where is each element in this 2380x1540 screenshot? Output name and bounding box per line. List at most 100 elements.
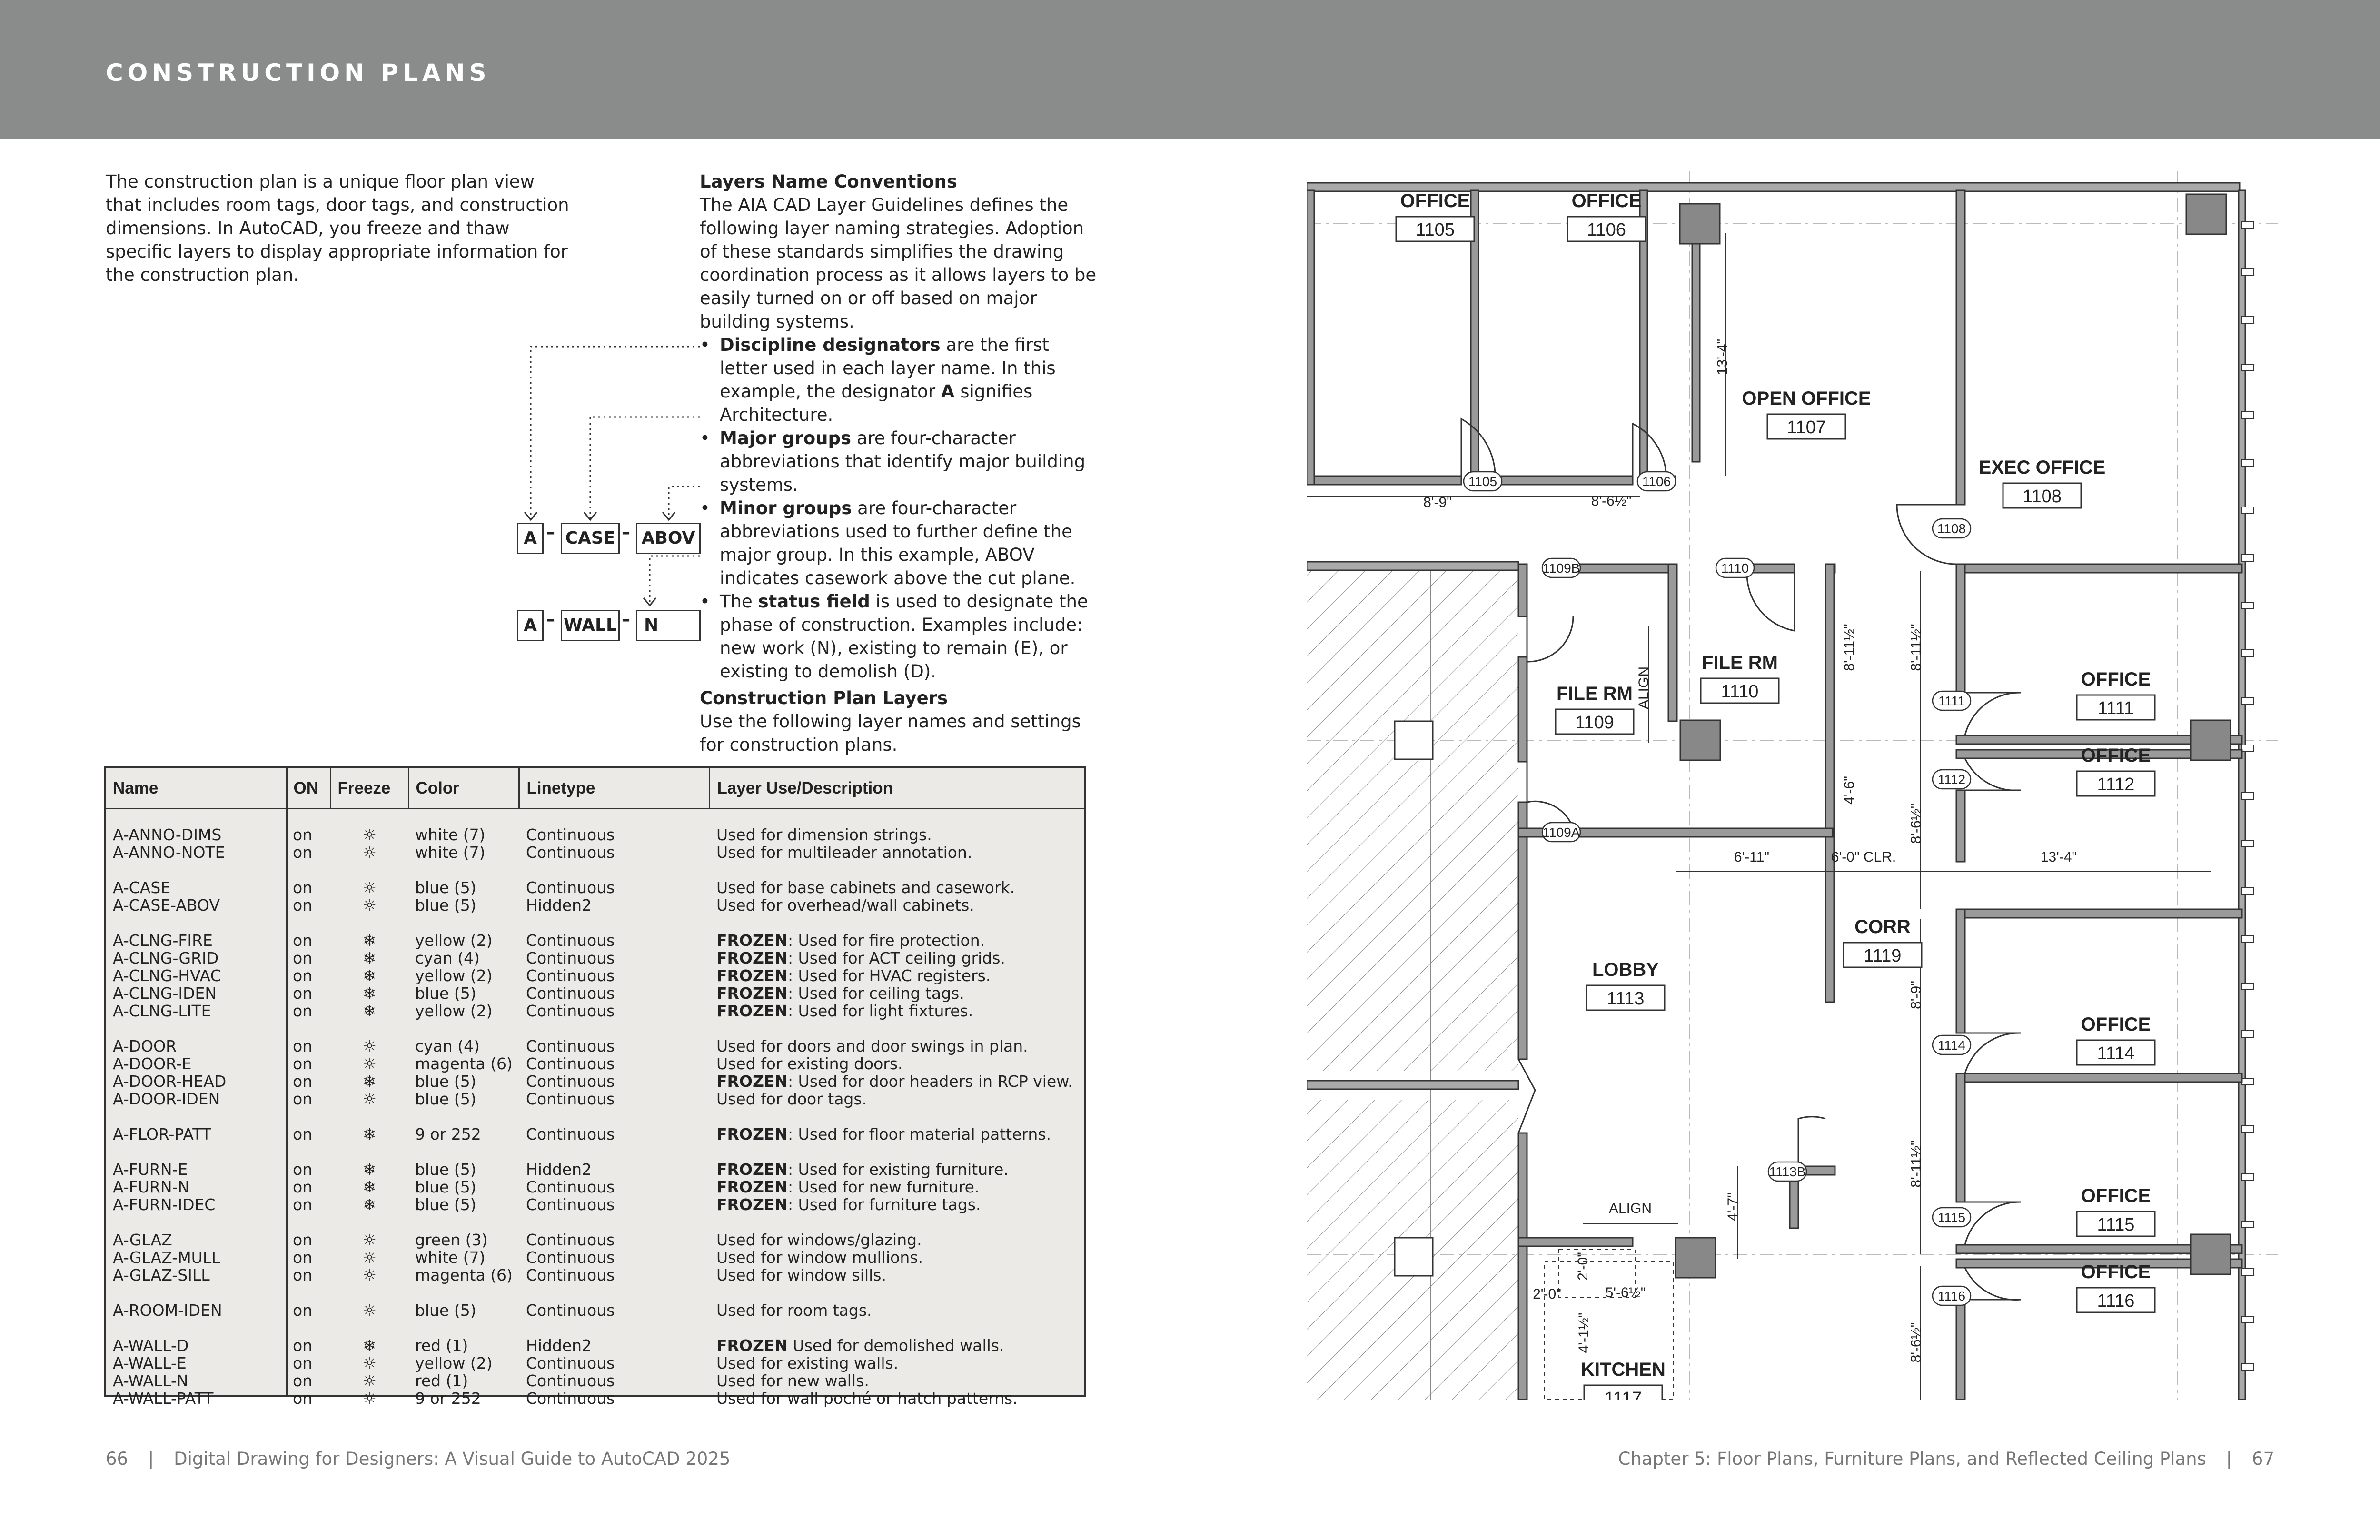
column-header: Name [106,768,287,809]
table-cell: A-DOOR-E [113,1054,192,1073]
room-number: 1108 [2023,487,2062,507]
table-cell: on [293,1371,313,1390]
table-cell: A-ANNO-DIMS [113,825,222,844]
freeze-thawed-icon: ☼ [362,1054,377,1073]
room-name: KITCHEN [1581,1359,1666,1380]
table-cell: Hidden2 [526,1160,592,1179]
room-name: EXEC OFFICE [1979,457,2106,478]
room-number: 1110 [1721,682,1759,702]
code-minor-1: ABOV [636,523,701,554]
room-number: 1117 [1605,1389,1642,1400]
table-cell: A-FLOR-PATT [113,1125,211,1143]
layer-leader-lines [524,346,700,607]
table-cell: cyan (4) [415,1037,480,1055]
dimension-label: 8'-6½" [1591,493,1632,509]
table-cell: A-DOOR-IDEN [113,1090,220,1108]
table-cell: Continuous [526,1195,615,1214]
dimension-label: 8'-6½" [1908,804,1924,844]
table-cell: A-FURN-N [113,1178,190,1196]
footer-separator: | [2226,1449,2232,1469]
table-cell: A-WALL-PATT [113,1389,214,1408]
table-cell: on [293,949,313,967]
freeze-frozen-icon: ❄ [363,1178,376,1196]
layers-section: Layers Name Conventions The AIA CAD Laye… [700,170,1100,683]
table-cell: Hidden2 [526,896,592,914]
door-tag: 1109A [1541,822,1581,843]
freeze-thawed-icon: ☼ [362,1301,377,1320]
table-cell: on [293,1336,313,1355]
table-cell: A-WALL-N [113,1371,188,1390]
room-name: FILE RM [1702,652,1778,673]
table-cell: A-DOOR-HEAD [113,1072,227,1091]
table-cell: A-CLNG-FIRE [113,931,213,950]
code-sep: – [546,610,555,629]
description-cell: Used for window mullions. [716,1248,923,1267]
exterior-wall [1307,182,2241,192]
freeze-frozen-icon: ❄ [363,1195,376,1214]
dimension-label: 13'-4" [2041,849,2077,865]
table-cell: Continuous [526,966,615,985]
room-name: CORR [1854,916,1911,937]
dimension-label: 8'-11½" [1908,624,1924,671]
table-cell: yellow (2) [415,931,493,950]
description-cell: FROZEN: Used for ACT ceiling grids. [716,949,1005,967]
svg-text:1105: 1105 [1468,474,1497,489]
description-cell: FROZEN: Used for door headers in RCP vie… [716,1072,1073,1091]
door-tag: 1116 [1932,1285,1972,1306]
table-cell: on [293,966,313,985]
table-cell: on [293,1037,313,1055]
freeze-frozen-icon: ❄ [363,966,376,985]
room-name: OFFICE [2081,745,2151,766]
table-cell: A-DOOR [113,1037,177,1055]
description-cell: FROZEN: Used for ceiling tags. [716,984,964,1003]
column-header: Freeze [330,768,409,809]
table-cell: Continuous [526,843,615,862]
table-cell: Continuous [526,1301,615,1320]
freeze-frozen-icon: ❄ [363,949,376,967]
room-name: OFFICE [2081,669,2151,690]
freeze-thawed-icon: ☼ [362,1248,377,1267]
table-cell: Continuous [526,931,615,950]
freeze-thawed-icon: ☼ [362,1266,377,1284]
dimension-label: 6'-0" CLR. [1831,849,1896,865]
page-number-left: 66 [106,1449,129,1469]
dimension-label: 4'-1½" [1576,1313,1592,1353]
description-cell: Used for overhead/wall cabinets. [716,896,974,914]
dimension-label: 8'-11½" [1842,624,1857,671]
description-cell: FROZEN: Used for light fixtures. [716,1002,973,1020]
svg-text:1109A: 1109A [1543,825,1580,840]
table-cell: cyan (4) [415,949,480,967]
description-cell: Used for existing doors. [716,1054,903,1073]
freeze-thawed-icon: ☼ [362,825,377,844]
bullet-minor: Minor groups are four-character abbrevia… [700,497,1100,590]
table-cell: Continuous [526,1178,615,1196]
room-name: OFFICE [2081,1185,2151,1206]
code-discipline-1: A [517,523,544,554]
table-cell: Continuous [526,878,615,897]
table-cell: on [293,984,313,1003]
room-number: 1109 [1575,713,1614,733]
freeze-thawed-icon: ☼ [362,1389,377,1408]
table-cell: green (3) [415,1231,488,1249]
table-cell: A-CASE [113,878,171,897]
table-cell: white (7) [415,1248,486,1267]
cp-heading: Construction Plan Layers [700,688,948,708]
table-cell: A-CLNG-HVAC [113,966,221,985]
table-cell: Continuous [526,1231,615,1249]
description-cell: Used for base cabinets and casework. [716,878,1015,897]
table-cell: Continuous [526,1002,615,1020]
code-sep: – [546,523,555,542]
freeze-thawed-icon: ☼ [362,1231,377,1249]
